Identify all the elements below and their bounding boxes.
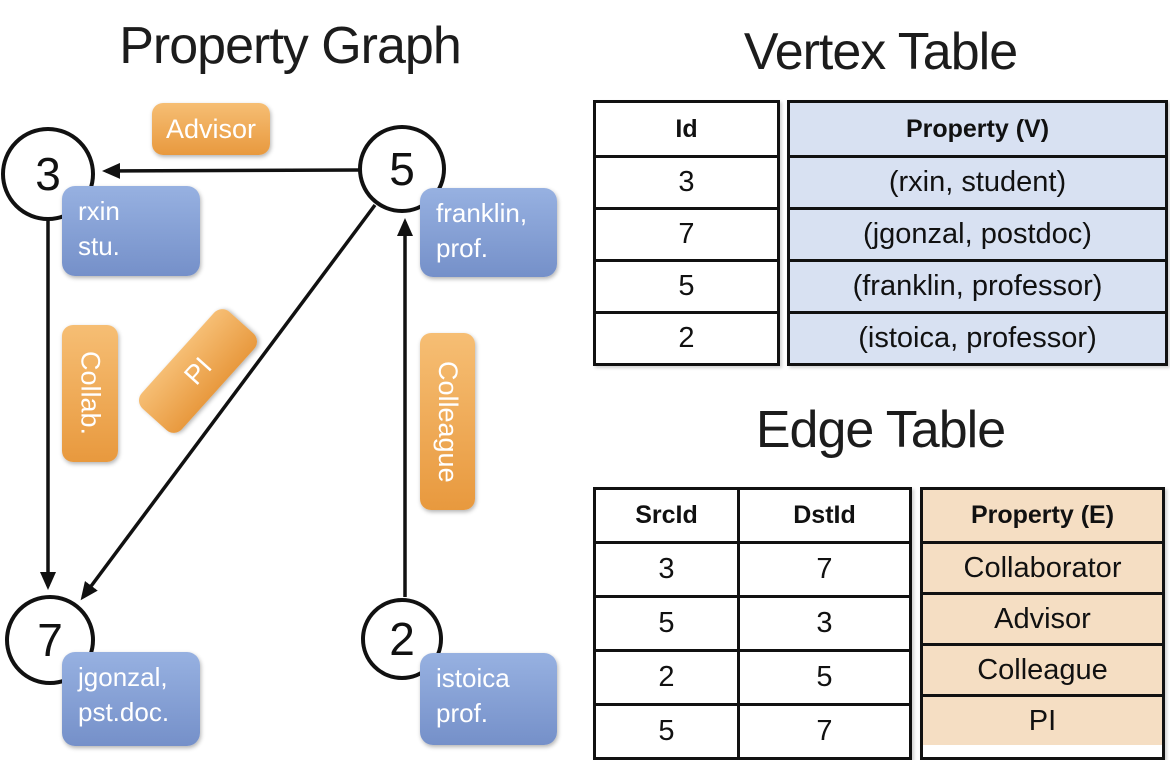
edge-table-cell: Collaborator <box>923 541 1162 592</box>
edge-table-cell: Colleague <box>923 643 1162 694</box>
vertex-table-cell: (franklin, professor) <box>790 259 1165 311</box>
vertex-prop-box-5: franklin, prof. <box>420 188 557 277</box>
edge-table-header-srcid: SrcId <box>596 490 740 541</box>
vertex-table-cell: 3 <box>596 155 777 207</box>
edge-table-cell: 7 <box>816 553 833 585</box>
vertex-table: Id 3 7 5 2 Property (V) (rxin, student) … <box>593 100 1168 366</box>
edge-table-header-dstid: DstId <box>793 501 856 529</box>
edge-pi-5-to-7 <box>80 203 377 601</box>
vertex-table-id-column: Id 3 7 5 2 <box>593 100 780 366</box>
edge-table-cell: 7 <box>816 715 833 747</box>
vertex-prop-line: istoica <box>436 663 510 693</box>
graph-node-3: 3 <box>1 127 95 221</box>
edge-label-text: Colleague <box>433 360 463 483</box>
vertex-table-cell: (istoica, professor) <box>790 311 1165 363</box>
vertex-table-cell: 5 <box>596 259 777 311</box>
vertex-prop-line: jgonzal, <box>78 662 168 692</box>
vertex-prop-line: prof. <box>436 698 489 729</box>
edge-table-id-columns: SrcId DstId 3 7 5 3 2 5 5 7 <box>593 487 912 760</box>
vertex-table-cell: (rxin, student) <box>790 155 1165 207</box>
edge-label-text: Advisor <box>165 113 257 144</box>
edge-table-cell: 3 <box>816 607 833 639</box>
edge-label-text: Collab. <box>75 351 106 436</box>
edge-table-cell: 3 <box>596 544 740 595</box>
vertex-prop-line: prof. <box>436 233 489 264</box>
vertex-prop-box-7: jgonzal, pst.doc. <box>62 652 200 746</box>
edge-label-advisor: Advisor <box>152 103 270 155</box>
edge-table-property-column: Property (E) Collaborator Advisor Collea… <box>920 487 1165 760</box>
vertex-table-cell: 7 <box>596 207 777 259</box>
edge-table-header-property: Property (E) <box>923 490 1162 541</box>
vertex-prop-line: pst.doc. <box>78 697 170 728</box>
property-graph-title: Property Graph <box>119 17 462 75</box>
vertex-table-property-column: Property (V) (rxin, student) (jgonzal, p… <box>787 100 1168 366</box>
edge-table-title: Edge Table <box>755 401 1006 459</box>
edge-advisor-5-to-3 <box>102 162 361 179</box>
vertex-prop-box-2: istoica prof. <box>420 653 557 745</box>
vertex-table-cell: (jgonzal, postdoc) <box>790 207 1165 259</box>
edge-table-cell: 5 <box>816 661 833 693</box>
vertex-prop-line: franklin, <box>436 198 528 228</box>
vertex-table-header-property: Property (V) <box>790 103 1165 155</box>
edge-table-cell: 5 <box>596 598 740 649</box>
edge-label-text: PI <box>177 351 218 391</box>
edge-table-cell: PI <box>923 694 1162 745</box>
edge-label-colleague: Colleague <box>420 333 475 510</box>
vertex-prop-box-3: rxin stu. <box>62 186 200 276</box>
vertex-table-header-id: Id <box>675 114 698 143</box>
edge-table-cell: 5 <box>596 706 740 757</box>
vertex-prop-line: rxin <box>78 196 120 226</box>
vertex-table-cell: 2 <box>596 311 777 363</box>
vertex-prop-line: stu. <box>78 231 120 262</box>
edge-table-cell: 2 <box>596 652 740 703</box>
edge-label-collab: Collab. <box>62 325 118 462</box>
vertex-table-title: Vertex Table <box>743 23 1018 81</box>
edge-table-cell: Advisor <box>923 592 1162 643</box>
edge-table: SrcId DstId 3 7 5 3 2 5 5 7 Property (E)… <box>593 487 1165 760</box>
